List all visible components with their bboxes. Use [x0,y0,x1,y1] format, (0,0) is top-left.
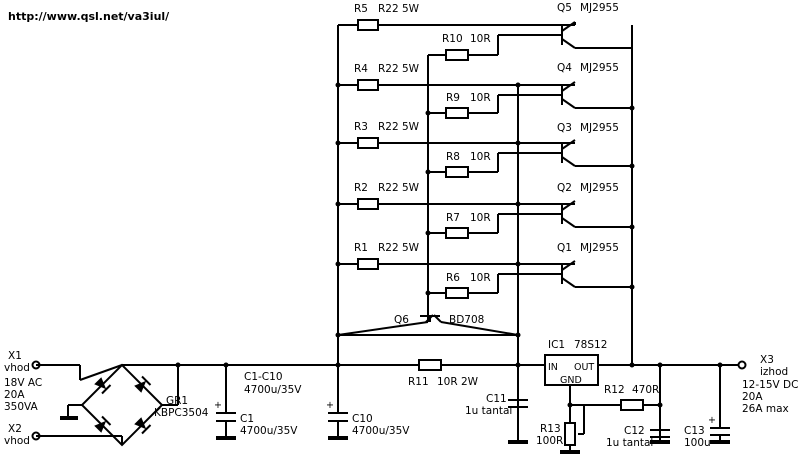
r1-ref: R1 [354,242,368,254]
q4-value: MJ2955 [580,62,619,74]
r7-ref: R7 [446,212,460,224]
c12-ref: C12 [624,425,645,437]
r4-value: R22 5W [378,63,420,75]
x2-connector-icon [31,431,41,441]
svg-text:+: + [326,400,334,411]
q6-driver [337,314,519,336]
x3-connector-icon [737,360,747,370]
r13-ref: R13 [540,423,561,435]
r9-ref: R9 [446,92,460,104]
r8-value: 10R [470,151,491,163]
c10-capacitor: + [326,365,348,440]
r10-value: 10R [470,33,491,45]
x3-desc: izhod [760,366,788,378]
c1-value: 4700u/35V [240,425,298,437]
gr1-value: KBPC3504 [154,407,209,419]
r11-value: 10R 2W [437,376,479,388]
c1-c10-ref: C1-C10 [244,371,283,383]
r11-ref: R11 [408,376,429,388]
c10-ref: C10 [352,413,373,425]
r6-value: 10R [470,272,491,284]
output-spec-current: 20A [742,391,763,403]
c10-value: 4700u/35V [352,425,410,437]
q2-value: MJ2955 [580,182,619,194]
r9-value: 10R [470,92,491,104]
c1-c10-value: 4700u/35V [244,384,302,396]
r12-ref: R12 [604,384,625,396]
ic1-ref: IC1 [548,339,565,351]
x2-desc: vhod [4,435,30,447]
r7-value: 10R [470,212,491,224]
q1-value: MJ2955 [580,242,619,254]
svg-text:+: + [708,415,716,426]
r10-ref: R10 [442,33,463,45]
x1-desc: vhod [4,362,30,374]
base-resistor-network [427,34,562,322]
c12-value: 1u tantal [606,437,653,449]
input-spec-voltage: 18V AC [4,377,42,389]
r2-value: R22 5W [378,182,420,194]
q6-ref: Q6 [394,314,409,326]
main-rail-wires [36,364,738,405]
ic1-pin-out: OUT [574,362,594,373]
c11-capacitor [508,399,528,444]
c13-capacitor: + [708,365,730,444]
r12-value: 470R [632,384,659,396]
source-url: http://www.qsl.net/va3iul/ [8,10,170,23]
x3-ref: X3 [760,354,774,366]
junction-dots [175,82,723,408]
ic1-value: 78S12 [574,339,607,351]
r13-value: 100R [536,435,563,447]
ic1-pin-in: IN [548,362,558,373]
r2-ref: R2 [354,182,368,194]
input-spec-current: 20A [4,389,25,401]
bridge-rectifier [36,363,178,447]
gr1-ref: GR1 [166,395,188,407]
ic1-pin-gnd: GND [560,375,582,386]
c1-ref: C1 [240,413,254,425]
emitter-resistor-rows [338,19,556,270]
c11-value: 1u tantal [465,405,512,417]
output-spec-max: 26A max [742,403,789,415]
r6-ref: R6 [446,272,460,284]
q5-ref: Q5 [557,2,572,14]
q1-ref: Q1 [557,242,572,254]
q3-value: MJ2955 [580,122,619,134]
c11-ref: C11 [486,393,507,405]
c13-value: 100u [684,437,711,449]
q5-value: MJ2955 [580,2,619,14]
r5-ref: R5 [354,3,368,15]
q3-ref: Q3 [557,122,572,134]
r3-ref: R3 [354,121,368,133]
x2-ref: X2 [8,423,22,435]
r3-value: R22 5W [378,121,420,133]
r1-value: R22 5W [378,242,420,254]
r4-ref: R4 [354,63,368,75]
r5-value: R22 5W [378,3,420,15]
input-spec-power: 350VA [4,401,39,413]
c1-capacitor: + [214,365,236,440]
output-spec-voltage: 12-15V DC [742,379,798,391]
ic1-regulator [544,354,599,386]
r8-ref: R8 [446,151,460,163]
r11-resistor [418,359,442,371]
q4-ref: Q4 [557,62,572,74]
x1-ref: X1 [8,350,22,362]
q2-ref: Q2 [557,182,572,194]
svg-text:+: + [214,400,222,411]
c13-ref: C13 [684,425,705,437]
pass-transistors [556,21,633,365]
q6-value: BD708 [449,314,484,326]
x1-connector-icon [31,360,41,370]
